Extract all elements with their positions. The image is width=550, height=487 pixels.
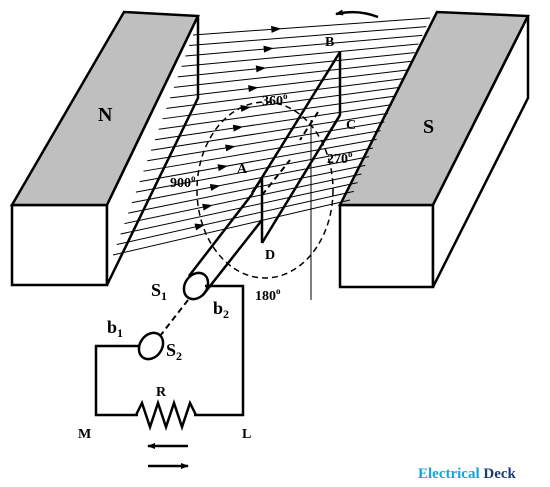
field-line — [135, 147, 373, 193]
angle-label-180: 180o — [255, 286, 281, 304]
field-line — [181, 43, 419, 67]
field-line — [166, 78, 404, 109]
field-line-arrow — [194, 223, 206, 231]
south-pole-label: S — [423, 116, 434, 138]
field-line-arrow — [255, 65, 267, 73]
shaft — [188, 111, 319, 296]
north-pole-label: N — [98, 104, 113, 126]
shaft-hidden-line — [159, 299, 189, 337]
brand-part-electrical: Electrical — [418, 466, 480, 482]
resistor-label: R — [156, 385, 167, 400]
field-line — [162, 86, 400, 120]
brand-watermark: Electrical Deck — [418, 466, 516, 483]
field-line — [124, 173, 362, 225]
field-line-arrow — [209, 183, 221, 191]
brush-b1-label: b1 — [107, 317, 123, 340]
field-line-arrow — [217, 164, 228, 172]
field-line — [192, 17, 431, 36]
rotation-direction-arrow — [335, 9, 379, 19]
field-line — [170, 69, 408, 99]
coil-point-d: D — [265, 248, 275, 263]
slip-ring-s1 — [182, 271, 210, 301]
field-line — [185, 34, 423, 57]
north-pole-magnet — [9, 10, 200, 287]
slip-ring-s2-label: S2 — [166, 340, 182, 363]
field-line-arrow — [232, 124, 244, 132]
terminal-l-label: L — [242, 427, 251, 442]
load-resistor — [134, 399, 198, 431]
angle-label-90: 900o — [170, 173, 196, 191]
field-line-arrow — [248, 85, 259, 93]
brand-part-deck: Deck — [483, 466, 516, 482]
angle-label-360: 360o — [262, 91, 288, 109]
terminal-m-label: M — [78, 427, 91, 442]
field-line — [154, 104, 392, 141]
field-line — [173, 60, 412, 88]
armature-coil — [250, 51, 342, 244]
field-line — [143, 130, 381, 172]
south-pole-magnet — [337, 10, 530, 289]
field-line — [151, 112, 389, 151]
field-line-arrow — [271, 25, 282, 33]
field-line — [177, 52, 415, 78]
field-line — [158, 95, 396, 130]
field-line — [189, 26, 427, 46]
brush-b2-label: b2 — [213, 298, 229, 321]
slip-ring-s1-label: S1 — [151, 280, 167, 303]
field-line-arrow — [263, 45, 274, 53]
coil-point-a: A — [237, 162, 248, 177]
field-line-arrow — [225, 144, 236, 152]
field-line-arrow — [202, 203, 213, 211]
coil-point-b: B — [325, 35, 334, 50]
coil-point-c: C — [346, 118, 356, 133]
field-line — [139, 138, 377, 183]
field-line — [128, 164, 366, 214]
angle-label-270: 270o — [327, 149, 353, 167]
slip-ring-s2 — [137, 331, 165, 361]
field-line — [147, 121, 385, 162]
external-circuit — [94, 284, 245, 417]
field-line — [120, 182, 358, 235]
rotation-path-circle — [196, 101, 334, 279]
